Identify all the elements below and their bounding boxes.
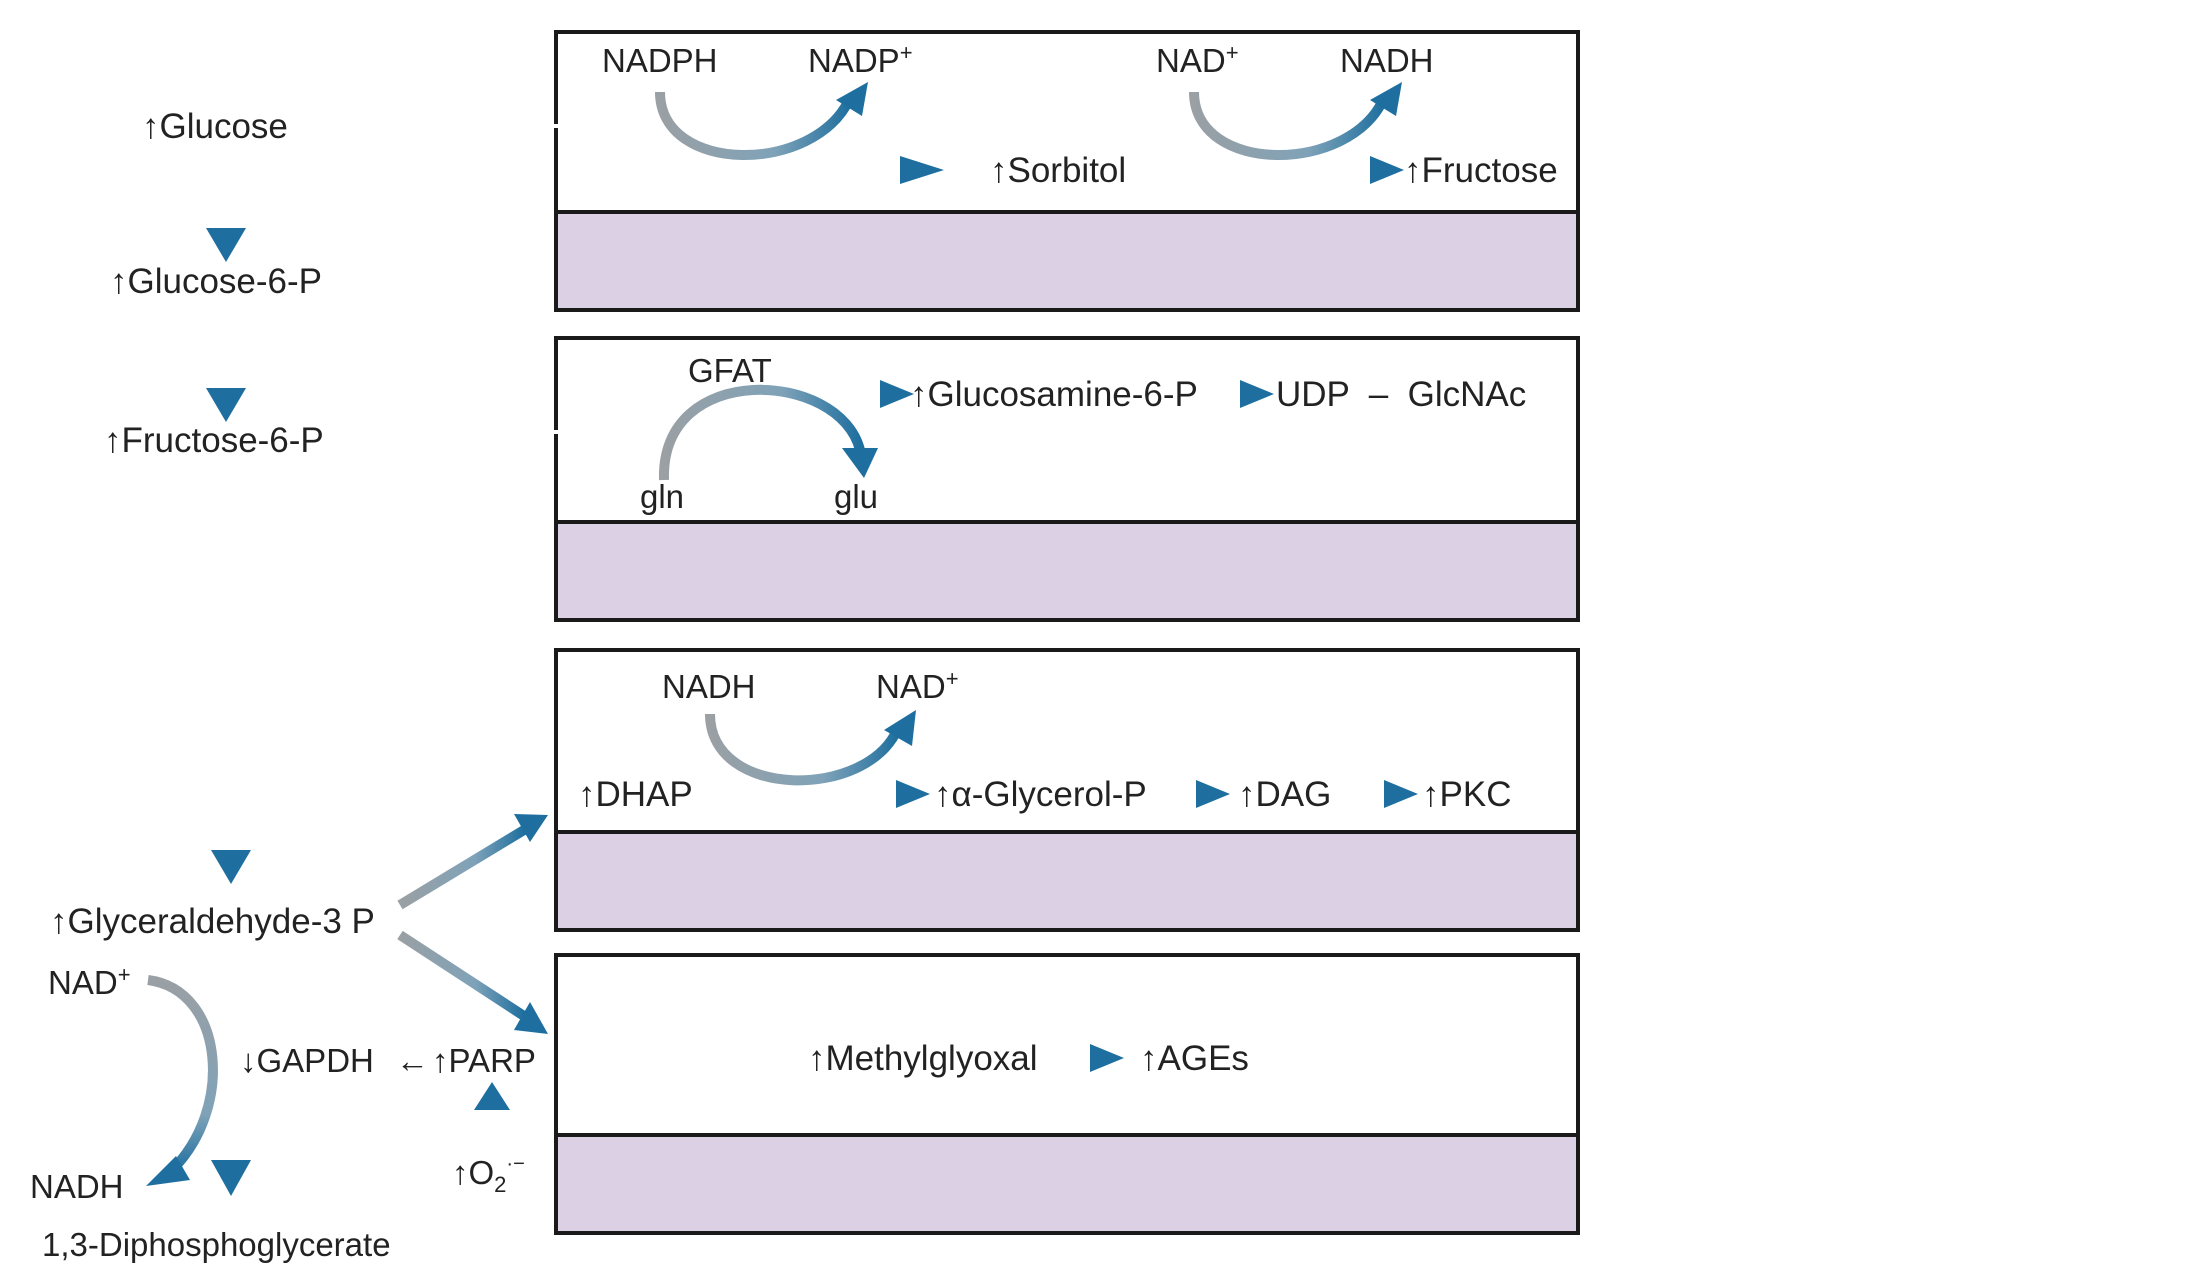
glucosamine-to-udp-arrow xyxy=(1204,380,1274,408)
svg-text:↑α-Glycerol-P: ↑α-Glycerol-P xyxy=(934,775,1147,814)
nadp-plus-label: NADP+ xyxy=(808,40,913,79)
sorbitol-label: ↑Sorbitol xyxy=(990,151,1126,190)
svg-text:↑Fructose: ↑Fructose xyxy=(1404,151,1558,190)
glu-label: glu xyxy=(834,478,878,515)
nad-plus-label: NAD+ xyxy=(48,962,131,1001)
udp-glcnac-label: UDP – GlcNAc xyxy=(1276,375,1526,414)
svg-text:NAD+: NAD+ xyxy=(876,666,959,705)
fructose-label: ↑Fructose xyxy=(1404,151,1558,190)
glucose-label: ↑Glucose xyxy=(142,107,288,146)
fructose-6p-label: ↑Fructose-6-P xyxy=(104,421,324,460)
nadh-label: NADH xyxy=(30,1168,124,1205)
gln-to-glu-curved-arrow xyxy=(658,384,878,481)
polyol-pathway-panel xyxy=(554,30,1580,312)
up-arrow-icon: ↑ xyxy=(432,1042,449,1079)
svg-text:↑Glucose-6-P: ↑Glucose-6-P xyxy=(110,262,322,301)
svg-text:↑DAG: ↑DAG xyxy=(1238,775,1331,814)
svg-text:↑Glucosamine-6-P: ↑Glucosamine-6-P xyxy=(910,375,1198,414)
pkc-panel-frame xyxy=(554,648,1580,834)
polyol-panel-frame xyxy=(554,30,1580,214)
svg-text:↑AGEs: ↑AGEs xyxy=(1140,1039,1249,1078)
nadh-to-nad-curved-arrow xyxy=(705,710,916,786)
nad-to-nadh-curved-arrow xyxy=(146,975,218,1186)
svg-text:↑O2·−: ↑O2·− xyxy=(452,1153,525,1197)
svg-text:↑PARP: ↑PARP xyxy=(432,1042,536,1079)
svg-text:↑DHAP: ↑DHAP xyxy=(578,775,693,814)
up-arrow-icon: ↑ xyxy=(142,107,160,146)
ages-panel-band xyxy=(554,1133,1580,1235)
svg-text:↑PKC: ↑PKC xyxy=(1422,775,1511,814)
dag-label: ↑DAG xyxy=(1238,775,1331,814)
svg-text:NAD+: NAD+ xyxy=(1156,40,1239,79)
svg-text:NAD+: NAD+ xyxy=(48,962,131,1001)
superoxide-label: ↑O2·− xyxy=(452,1153,525,1197)
superoxide-to-parp-arrow xyxy=(474,1082,510,1146)
svg-text:↑Sorbitol: ↑Sorbitol xyxy=(990,151,1126,190)
nadph-label: NADPH xyxy=(602,42,718,79)
g3p-to-diphosphoglycerate-arrow xyxy=(211,980,251,1196)
methylglyoxal-label: ↑Methylglyoxal xyxy=(808,1039,1038,1078)
down-arrow-icon: ↓ xyxy=(240,1042,257,1079)
inhibition-arrow-icon: ← xyxy=(396,1042,429,1079)
nadh-label-pkc: NADH xyxy=(662,668,756,705)
nadh-label-polyol: NADH xyxy=(1340,42,1434,79)
parp-label: ↑PARP xyxy=(432,1042,536,1079)
nad-plus-label-polyol: NAD+ xyxy=(1156,40,1239,79)
svg-text:↓GAPDH: ↓GAPDH xyxy=(240,1042,374,1079)
polyol-panel-band xyxy=(554,210,1580,312)
up-arrow-icon: ↑ xyxy=(104,421,122,460)
nad-plus-label-pkc: NAD+ xyxy=(876,666,959,705)
glucose-6p-text: Glucose-6-P xyxy=(128,262,323,301)
ages-pathway-panel xyxy=(554,953,1580,1235)
glucosamine-6p-label: ↑Glucosamine-6-P xyxy=(910,375,1198,414)
dhap-to-glycerol-p-arrow xyxy=(710,780,930,808)
up-arrow-icon: ↑ xyxy=(110,262,128,301)
glyceraldehyde-3p-text: Glyceraldehyde-3 P xyxy=(68,902,375,941)
methylglyoxal-to-ages-arrow xyxy=(1058,1044,1124,1072)
ages-panel-frame xyxy=(554,953,1580,1137)
glucose-to-g6p-arrow xyxy=(206,152,246,262)
glucose-to-sorbitol-rail xyxy=(326,124,944,184)
svg-text:NADP+: NADP+ xyxy=(808,40,913,79)
svg-text:↑Methylglyoxal: ↑Methylglyoxal xyxy=(808,1039,1038,1078)
fructose-6p-text: Fructose-6-P xyxy=(122,421,324,460)
glycerol-p-label: ↑α-Glycerol-P xyxy=(934,775,1147,814)
hexosamine-panel-band xyxy=(554,520,1580,622)
gln-label: gln xyxy=(640,478,684,515)
nad-to-nadh-polyol-curved-arrow xyxy=(1189,82,1402,160)
svg-text:↑Glucose: ↑Glucose xyxy=(142,107,288,146)
f6p-to-g3p-arrow xyxy=(211,472,251,884)
ages-label: ↑AGEs xyxy=(1140,1039,1249,1078)
sorbitol-to-fructose-arrow xyxy=(1196,156,1404,184)
dag-to-pkc-arrow xyxy=(1350,780,1418,808)
dhap-label: ↑DHAP xyxy=(578,775,693,814)
glucose-6p-label: ↑Glucose-6-P xyxy=(110,262,322,301)
hexosamine-panel-frame xyxy=(554,336,1580,524)
g6p-to-f6p-arrow xyxy=(206,312,246,422)
nadph-to-nadp-curved-arrow xyxy=(655,82,868,160)
glycerol-p-to-dag-arrow xyxy=(1166,780,1230,808)
gfat-enzyme-label: GFAT xyxy=(688,352,772,389)
up-arrow-icon: ↑ xyxy=(50,902,68,941)
glucose-text: Glucose xyxy=(160,107,288,146)
svg-text:↑Fructose-6-P: ↑Fructose-6-P xyxy=(104,421,324,460)
pkc-pathway-panel xyxy=(554,648,1580,932)
svg-text:↑Glyceraldehyde-3 P: ↑Glyceraldehyde-3 P xyxy=(50,902,375,941)
glyceraldehyde-3p-label: ↑Glyceraldehyde-3 P xyxy=(50,902,375,941)
g3p-to-dhap-arrow xyxy=(397,814,548,910)
pkc-panel-band xyxy=(554,830,1580,932)
diphosphoglycerate-label: 1,3-Diphosphoglycerate xyxy=(42,1226,391,1263)
hexosamine-pathway-panel xyxy=(554,336,1580,622)
g3p-to-methylglyoxal-arrow xyxy=(397,930,548,1034)
pkc-label: ↑PKC xyxy=(1422,775,1511,814)
gapdh-label: ↓GAPDH xyxy=(240,1042,374,1079)
